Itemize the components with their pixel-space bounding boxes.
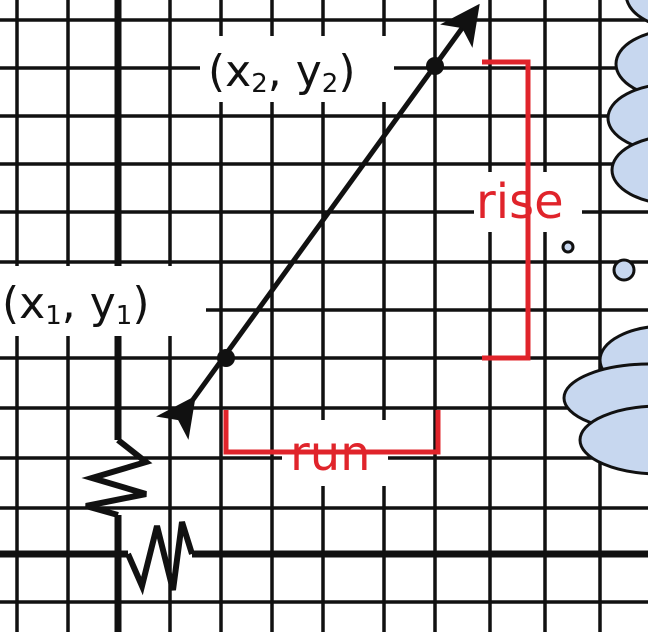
cloud-puff [614, 32, 648, 96]
zigzag-axis-break-icon [81, 437, 195, 596]
point-2-label: (x2, y2) [208, 46, 356, 99]
point-2-label-bg [200, 36, 394, 102]
cloud-puff [606, 84, 648, 152]
rise-label: rise [476, 174, 564, 230]
x-axis-break-icon [125, 521, 195, 596]
cloud-bubble-medium [612, 258, 636, 282]
run-bracket [223, 410, 441, 455]
cloud-bubble-small [561, 240, 575, 254]
point-1-dot [217, 349, 235, 367]
rise-bracket [482, 59, 531, 361]
point-1-label-bg [0, 266, 206, 336]
run-label: run [290, 426, 371, 482]
cloud-puff [578, 404, 648, 476]
point-2-dot [426, 57, 444, 75]
thought-cloud-icon [561, 0, 648, 476]
cloud-puff [625, 0, 648, 24]
cloud-puff [610, 137, 648, 203]
slope-line [156, 3, 480, 440]
point-1-label: (x1, y1) [2, 278, 150, 331]
y-axis-break-icon [81, 437, 153, 518]
